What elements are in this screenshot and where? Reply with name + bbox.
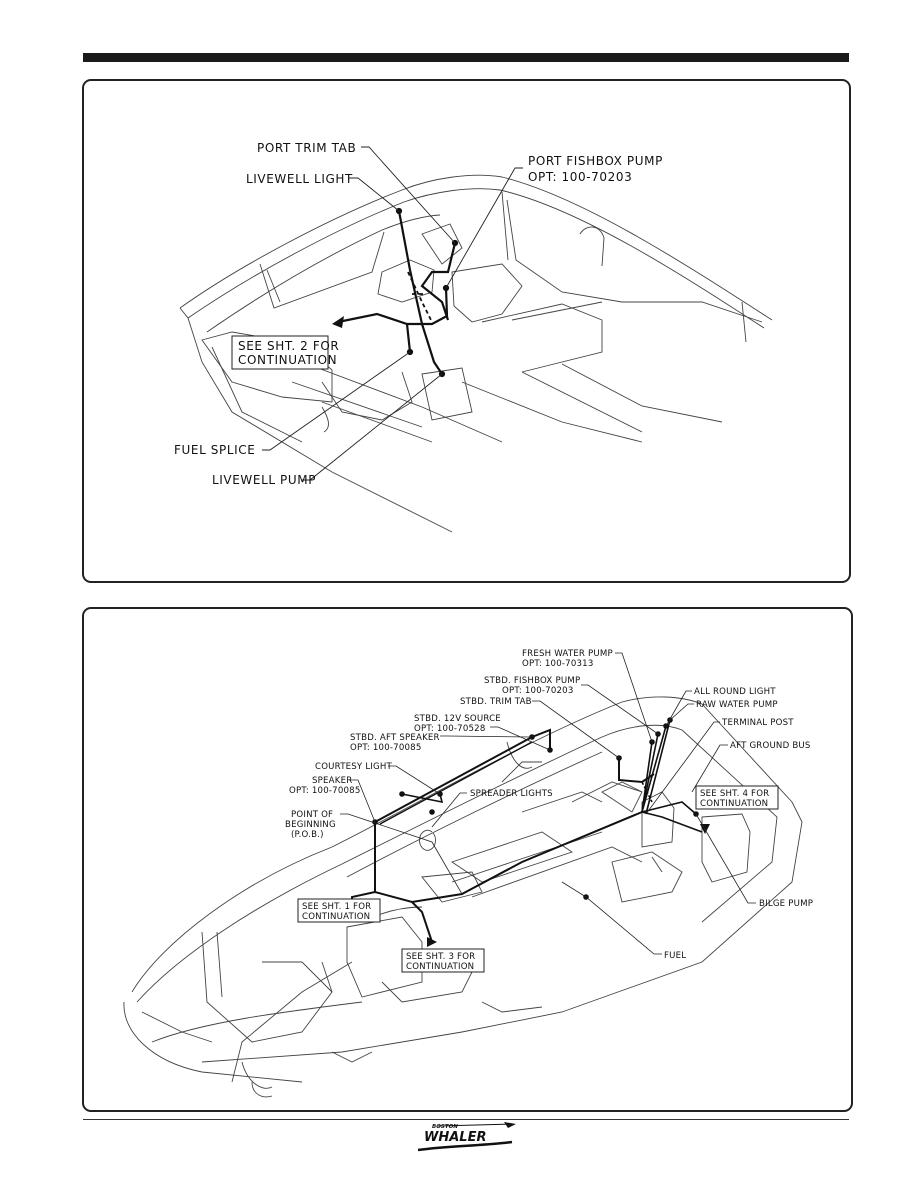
label-fuel-splice: FUEL SPLICE [174, 443, 255, 457]
label-fuel: FUEL [664, 951, 686, 961]
label-speaker-opt: OPT: 100-70085 [289, 786, 361, 796]
top-wiring-harness [332, 207, 459, 378]
label-see-sht2-line1: SEE SHT. 2 FOR [238, 339, 339, 353]
label-stbd-trim-tab: STBD. TRIM TAB [460, 697, 532, 707]
label-courtesy-light: COURTESY LIGHT [315, 762, 393, 772]
label-stbd-aft-speaker: STBD. AFT SPEAKER [350, 733, 440, 743]
footer-rule [83, 1119, 849, 1120]
label-pob-line2: BEGINNING [285, 820, 336, 830]
label-fresh-water-pump: FRESH WATER PUMP [522, 649, 613, 659]
top-hull-outline [179, 174, 773, 533]
label-spreader-lights: SPREADER LIGHTS [470, 789, 553, 799]
label-port-fishbox-opt: OPT: 100-70203 [528, 170, 632, 184]
label-see-sht1-line1: SEE SHT. 1 FOR [302, 902, 371, 912]
label-pob-line1: POINT OF [291, 810, 333, 820]
top-boat-drawing: PORT TRIM TAB LIVEWELL LIGHT PORT FISHBO… [174, 141, 773, 533]
bottom-diagram-panel: FRESH WATER PUMP OPT: 100-70313 STBD. FI… [82, 607, 853, 1112]
label-see-sht4-line2: CONTINUATION [700, 799, 768, 809]
header-bar [83, 53, 849, 62]
logo-boston-text: BOSTON [432, 1124, 458, 1130]
label-stbd-aft-speaker-opt: OPT: 100-70085 [350, 743, 422, 753]
label-speaker: SPEAKER [312, 776, 352, 786]
label-livewell-light: LIVEWELL LIGHT [246, 172, 353, 186]
top-leader-lines [262, 146, 523, 481]
label-aft-ground-bus: AFT GROUND BUS [730, 741, 811, 751]
label-stbd-12v-opt: OPT: 100-70528 [414, 724, 486, 734]
boston-whaler-logo: BOSTON WHALER [414, 1122, 516, 1152]
label-stbd-12v-source: STBD. 12V SOURCE [414, 714, 501, 724]
see-sht3-box[interactable] [401, 948, 485, 973]
label-see-sht4-line1: SEE SHT. 4 FOR [700, 789, 769, 799]
bottom-hull-outline [123, 696, 803, 1098]
label-pob-line3: (P.O.B.) [291, 830, 324, 840]
label-all-round-light: ALL ROUND LIGHT [694, 687, 776, 697]
label-port-trim-tab: PORT TRIM TAB [257, 141, 356, 155]
bottom-leader-lines [340, 652, 756, 955]
top-diagram-panel: PORT TRIM TAB LIVEWELL LIGHT PORT FISHBO… [82, 79, 851, 583]
label-livewell-pump: LIVEWELL PUMP [212, 473, 316, 487]
label-bilge-pump: BILGE PUMP [759, 899, 813, 909]
label-fresh-water-opt: OPT: 100-70313 [522, 659, 594, 669]
label-see-sht1-line2: CONTINUATION [302, 912, 370, 922]
logo-whaler-text: WHALER [424, 1130, 486, 1145]
label-stbd-fishbox-opt: OPT: 100-70203 [502, 686, 574, 696]
label-port-fishbox-pump: PORT FISHBOX PUMP [528, 154, 663, 168]
label-see-sht2-line2: CONTINUATION [238, 353, 337, 367]
label-raw-water-pump: RAW WATER PUMP [696, 700, 778, 710]
label-see-sht3-line2: CONTINUATION [406, 962, 474, 972]
see-sht2-box[interactable] [231, 335, 329, 370]
label-see-sht3-line1: SEE SHT. 3 FOR [406, 952, 475, 962]
label-stbd-fishbox-pump: STBD. FISHBOX PUMP [484, 676, 580, 686]
label-terminal-post: TERMINAL POST [721, 718, 794, 728]
see-sht4-box[interactable] [695, 785, 779, 810]
bottom-boat-drawing: FRESH WATER PUMP OPT: 100-70313 STBD. FI… [123, 649, 813, 1098]
see-sht1-box[interactable] [297, 898, 381, 923]
